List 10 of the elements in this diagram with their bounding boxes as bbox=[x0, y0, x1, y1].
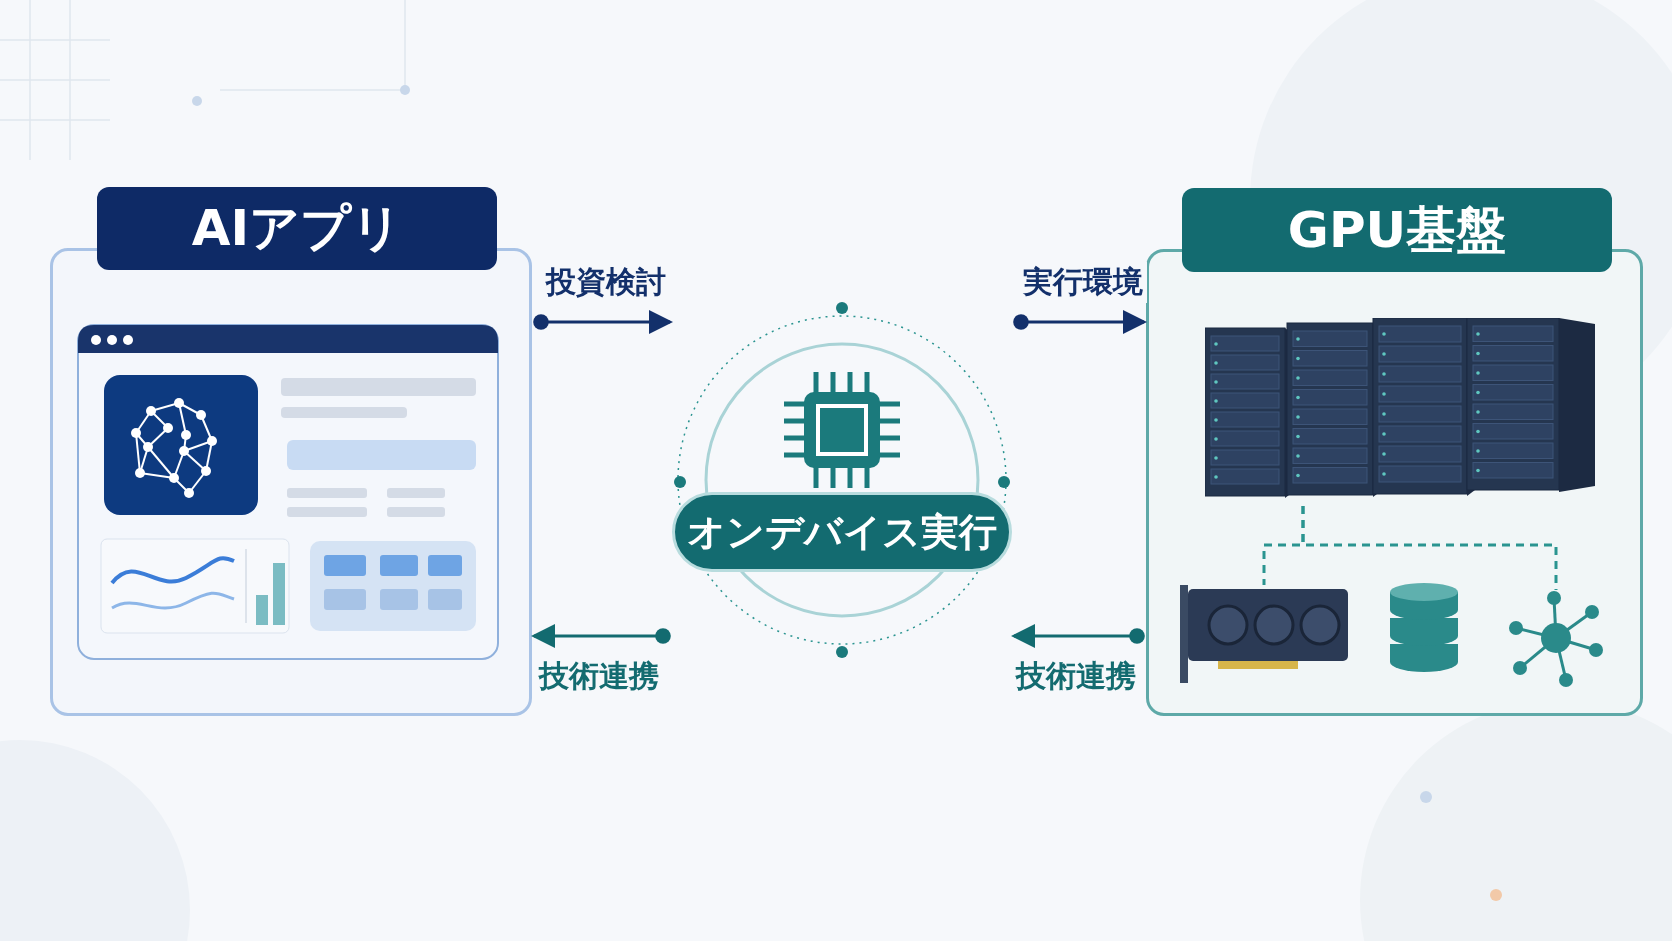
process-pill: オンデバイス実行 bbox=[672, 492, 1012, 572]
heading-tab: GPU基盤 bbox=[1182, 188, 1612, 272]
infrastructure-panel bbox=[1146, 188, 1643, 716]
arrow bbox=[1013, 310, 1147, 334]
dashed-connector bbox=[1301, 506, 1558, 590]
arrow bbox=[531, 624, 671, 648]
heading-tab: AIアプリ bbox=[97, 187, 497, 270]
arrow bbox=[533, 310, 673, 334]
app-panel bbox=[50, 187, 532, 716]
arrow bbox=[1011, 624, 1145, 648]
